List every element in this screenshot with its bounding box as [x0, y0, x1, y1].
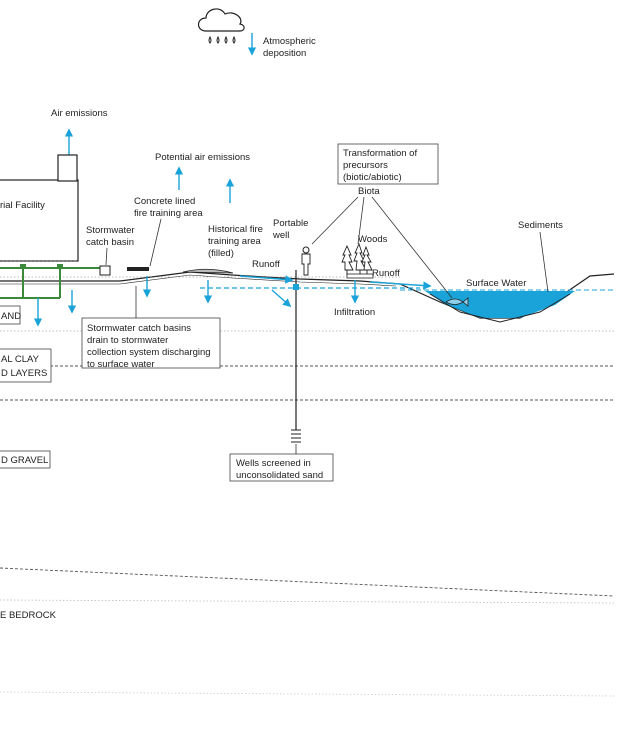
portable-well-label: Portable [273, 218, 308, 229]
historical-fire-area [182, 268, 234, 274]
runoff-label-left: Runoff [252, 259, 280, 270]
runoff-label-right: Runoff [372, 268, 400, 279]
svg-text:D GRAVEL: D GRAVEL [1, 455, 48, 466]
layer-label-gravel: D GRAVEL [0, 450, 51, 469]
svg-text:to surface water: to surface water [87, 359, 155, 370]
air-emissions-label: Air emissions [51, 108, 108, 119]
catch-basins-note: Stormwater catch basins drain to stormwa… [81, 317, 221, 370]
catch-basin-icon [99, 265, 111, 276]
sediments-label: Sediments [518, 220, 563, 231]
fish-icon [445, 297, 469, 307]
sediment-line [429, 293, 571, 323]
biota-label: Biota [358, 186, 380, 197]
layer-label-sand: AND [0, 305, 21, 325]
svg-text:Wells screened in: Wells screened in [236, 458, 311, 469]
stormwater-catch-basin-label: Stormwater [86, 225, 135, 236]
svg-text:AND: AND [1, 311, 21, 322]
svg-text:training area: training area [208, 236, 262, 247]
well-head [293, 284, 299, 290]
infiltration-label: Infiltration [334, 307, 375, 318]
svg-text:deposition: deposition [263, 48, 306, 59]
subsurface-layers [0, 330, 615, 697]
svg-text:drain to stormwater: drain to stormwater [87, 335, 168, 346]
svg-text:Transformation of: Transformation of [343, 148, 417, 159]
svg-text:well: well [272, 230, 289, 241]
svg-text:collection system discharging: collection system discharging [87, 347, 211, 358]
industrial-facility: rial Facility [0, 154, 79, 262]
svg-text:(filled): (filled) [208, 248, 234, 259]
potential-air-emissions-label: Potential air emissions [155, 152, 250, 163]
stormwater-pipes [0, 264, 110, 299]
surface-water-label: Surface Water [466, 278, 526, 289]
svg-text:D LAYERS: D LAYERS [1, 368, 47, 379]
atmospheric-deposition-label: Atmospheric [263, 36, 316, 47]
svg-text:fire training area: fire training area [134, 208, 203, 219]
surface-water-body [425, 291, 575, 318]
svg-text:precursors: precursors [343, 160, 388, 171]
cloud-rain-icon [197, 8, 245, 44]
facility-label: rial Facility [0, 200, 45, 211]
historical-fire-label: Historical fire [208, 224, 263, 235]
concrete-lined-pad [127, 267, 149, 271]
runoff-arrow-right [369, 281, 432, 290]
concrete-lined-label: Concrete lined [134, 196, 195, 207]
person-icon [301, 246, 311, 276]
svg-text:Stormwater catch basins: Stormwater catch basins [87, 323, 191, 334]
wells-screened-note: Wells screened in unconsolidated sand [229, 453, 334, 482]
well-screen-icon [291, 429, 301, 443]
svg-text:(biotic/abiotic): (biotic/abiotic) [343, 172, 402, 183]
tree-icon [341, 242, 373, 276]
svg-text:catch basin: catch basin [86, 237, 134, 248]
layer-label-bedrock: E BEDROCK [0, 610, 57, 621]
runoff-arrow-left [239, 275, 294, 284]
layer-label-clay: AL CLAY D LAYERS [0, 348, 52, 383]
svg-text:unconsolidated sand: unconsolidated sand [236, 470, 323, 481]
svg-text:AL CLAY: AL CLAY [1, 354, 40, 365]
woods-label: Woods [358, 234, 388, 245]
transformation-note: Transformation of precursors (biotic/abi… [337, 143, 439, 185]
infiltration-arrow-well [271, 289, 292, 308]
